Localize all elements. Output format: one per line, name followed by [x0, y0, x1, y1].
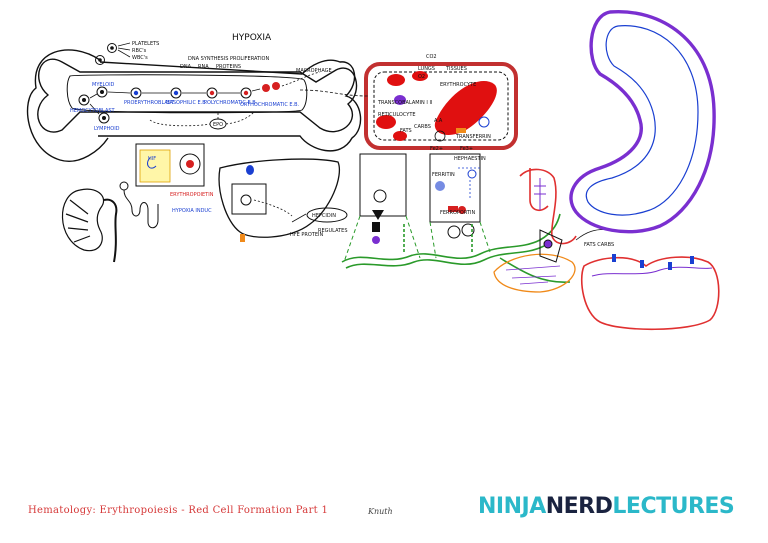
marrow-cells [78, 43, 280, 124]
label-dna-synthesis: DNA SYNTHESIS [188, 56, 228, 62]
gallbladder [534, 178, 546, 210]
label-erythrocyte: ERYTHROCYTE [440, 82, 476, 88]
label-myeloid: MYELOID [92, 82, 115, 88]
colon-markers [612, 254, 694, 270]
brand-word-2: NERD [545, 494, 613, 519]
stomach [569, 9, 716, 234]
signature: Knuth [368, 507, 393, 516]
label-hepcidin: HEPCIDIN [312, 213, 336, 219]
label-fe3: Fe3+ [460, 146, 473, 152]
label-platelets: PLATELETS [132, 41, 159, 47]
label-rbcs: RBC's [132, 48, 147, 54]
label-fats: FATS [400, 128, 412, 134]
kidney-cell-box [135, 143, 205, 187]
liver-blue-marker [246, 165, 254, 175]
label-epo: EPO [213, 122, 223, 128]
label-hephaestin: HEPHAESTIN [454, 156, 486, 162]
label-reticulocyte: RETICULOCYTE [378, 112, 416, 118]
brand-logo: NINJANERDLECTURES [478, 494, 735, 519]
large-intestine [580, 256, 720, 331]
enterocyte-box-right [429, 153, 481, 239]
liver-arrows [253, 199, 307, 223]
label-rna: RNA [198, 64, 209, 70]
liver [218, 158, 340, 238]
nephron [119, 181, 159, 229]
label-orthochromatic: ORTHOCHROMATIC E.B. [240, 102, 300, 108]
bone-ends [26, 49, 362, 162]
label-ferroportin: FERROPORTIN [440, 210, 476, 216]
liver-orange-marker [240, 234, 245, 242]
label-wbcs: WBC's [132, 55, 148, 61]
label-lungs: LUNGS [418, 66, 435, 72]
label-proliferation: PROLIFERATION [230, 56, 269, 62]
label-carbs: CARBS [414, 124, 431, 130]
blood-vessel [364, 62, 518, 150]
pancreas [493, 253, 576, 293]
label-hypoxia: HYPOXIA [232, 33, 272, 43]
label-macrophage: MACROPHAGE [296, 68, 332, 74]
label-proerythroblast: PROERYTHROBLAST [124, 100, 175, 106]
label-ferritin: FERRITIN [432, 172, 455, 178]
kidney [61, 188, 118, 263]
label-basophilic: BASOPHILIC E.B. [166, 100, 208, 106]
label-o2: O2 [418, 74, 425, 80]
blue-ring-marker [478, 116, 490, 128]
label-dna: DNA [180, 64, 192, 70]
dashed-connectors [343, 215, 491, 263]
duodenum-cell [539, 229, 563, 263]
marrow-arrows [89, 42, 321, 115]
lecture-title: Hematology: Erythropoiesis - Red Cell Fo… [28, 505, 329, 516]
label-proteins: PROTEINS [216, 64, 241, 70]
label-hfe-protein: HFE PROTEIN [290, 232, 323, 238]
label-fats-carbs: FATS CARBS [584, 242, 614, 248]
enterocyte-box-left [359, 153, 407, 244]
label-lymphoid: LYMPHOID [94, 126, 120, 132]
label-aa: A.A [434, 118, 443, 124]
label-transferrin: TRANSFERRIN [455, 134, 491, 140]
label-co2: CO2 [426, 54, 437, 60]
label-tissues: TISSUES [445, 66, 467, 72]
bone-marrow [37, 58, 358, 133]
arrow-fats-carbs [575, 229, 611, 241]
label-regulates: REGULATES [318, 228, 348, 234]
label-polychromatic: POLYCHROMATIC E.B. [204, 100, 258, 106]
brand-word-3: LECTURES [612, 494, 735, 519]
hepcidin-oval [306, 207, 348, 223]
dash-marrow-to-vessel [299, 89, 369, 97]
stomach-red [519, 168, 577, 245]
label-hemocytoblast: HEMOCYTOBLAST [70, 108, 116, 114]
label-transcobalamin: TRANSCOBALAMIN I II [377, 100, 432, 106]
brand-word-1: NINJA [478, 494, 546, 519]
label-hypoxia-inducible: HYPOXIA INDUC [172, 208, 212, 214]
label-erythropoietin: ERYTHROPOIETIN [170, 192, 214, 198]
label-fe2: Fe2+ [430, 146, 443, 152]
label-hif: HIF [148, 156, 156, 162]
epo-signal [149, 111, 255, 130]
